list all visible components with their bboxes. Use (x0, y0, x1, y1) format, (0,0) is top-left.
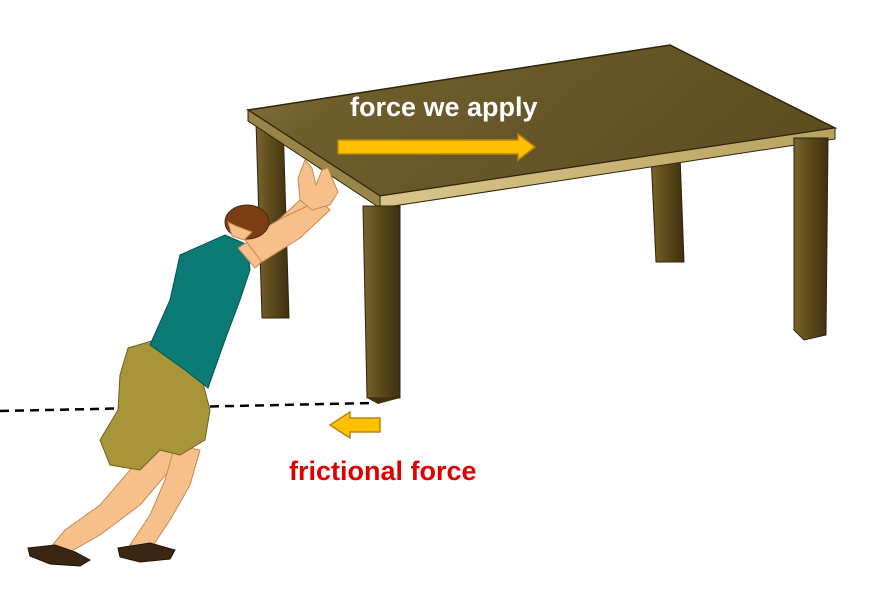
frictional-force-label: frictional force (289, 456, 477, 486)
arrow-left-icon (328, 410, 381, 440)
person-pushing (27, 159, 339, 567)
person-arms (237, 159, 339, 269)
person-head (224, 204, 270, 241)
table-leg-front-right (793, 137, 829, 341)
person-front-leg (117, 444, 201, 563)
table-top (245, 44, 838, 209)
applied-force-label: force we apply (350, 92, 538, 122)
table-leg-back-right (650, 154, 685, 263)
person-shirt (149, 234, 251, 389)
table-leg-front-left (362, 205, 401, 404)
arrow-right-icon (337, 132, 537, 162)
table (245, 44, 838, 404)
